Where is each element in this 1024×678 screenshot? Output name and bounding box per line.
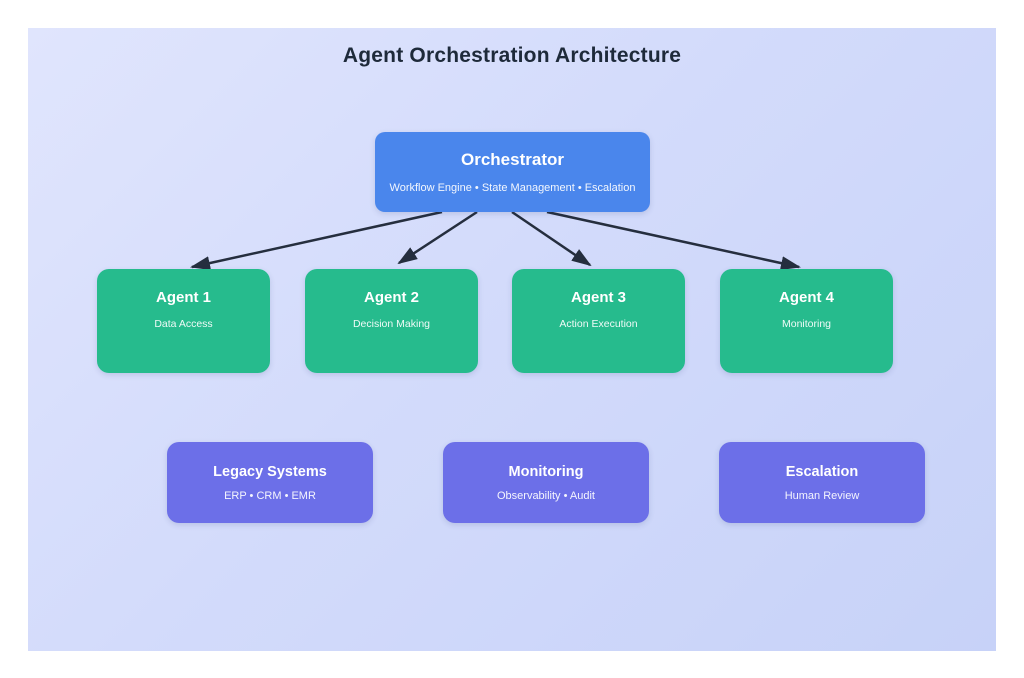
node-legacy-systems: Legacy Systems ERP • CRM • EMR [167, 442, 373, 523]
arrow-orchestrator-to-agent-2 [397, 210, 478, 265]
escalation-title: Escalation [785, 463, 859, 480]
monitoring-subtitle: Observability • Audit [496, 489, 595, 502]
agent-3-subtitle: Action Execution [559, 318, 638, 330]
node-agent-2: Agent 2 Decision Making [305, 269, 478, 373]
node-orchestrator: Orchestrator Workflow Engine • State Man… [375, 132, 650, 212]
agent-4-title: Agent 4 [778, 289, 834, 306]
orchestrator-title: Orchestrator [461, 150, 564, 169]
orchestrator-subtitle: Workflow Engine • State Management • Esc… [389, 182, 636, 194]
arrow-orchestrator-to-agent-3 [511, 210, 592, 267]
agent-3-title: Agent 3 [570, 289, 626, 306]
agent-2-subtitle: Decision Making [352, 318, 431, 330]
legacy-systems-subtitle: ERP • CRM • EMR [224, 489, 316, 502]
legacy-systems-title: Legacy Systems [213, 463, 327, 480]
monitoring-title: Monitoring [508, 463, 584, 480]
diagram-title: Agent Orchestration Architecture [342, 44, 682, 67]
agent-2-title: Agent 2 [363, 289, 419, 306]
agent-4-subtitle: Monitoring [781, 318, 832, 330]
node-monitoring: Monitoring Observability • Audit [443, 442, 649, 523]
diagram-canvas: Agent Orchestration Architecture Orchest… [28, 28, 996, 651]
node-agent-3: Agent 3 Action Execution [512, 269, 685, 373]
node-agent-1: Agent 1 Data Access [97, 269, 270, 373]
agent-1-subtitle: Data Access [154, 318, 213, 330]
escalation-subtitle: Human Review [784, 489, 860, 502]
agent-1-title: Agent 1 [155, 289, 211, 306]
arrow-orchestrator-to-agent-4 [546, 210, 801, 271]
arrow-orchestrator-to-agent-1 [190, 210, 443, 270]
node-escalation: Escalation Human Review [719, 442, 925, 523]
node-agent-4: Agent 4 Monitoring [720, 269, 893, 373]
